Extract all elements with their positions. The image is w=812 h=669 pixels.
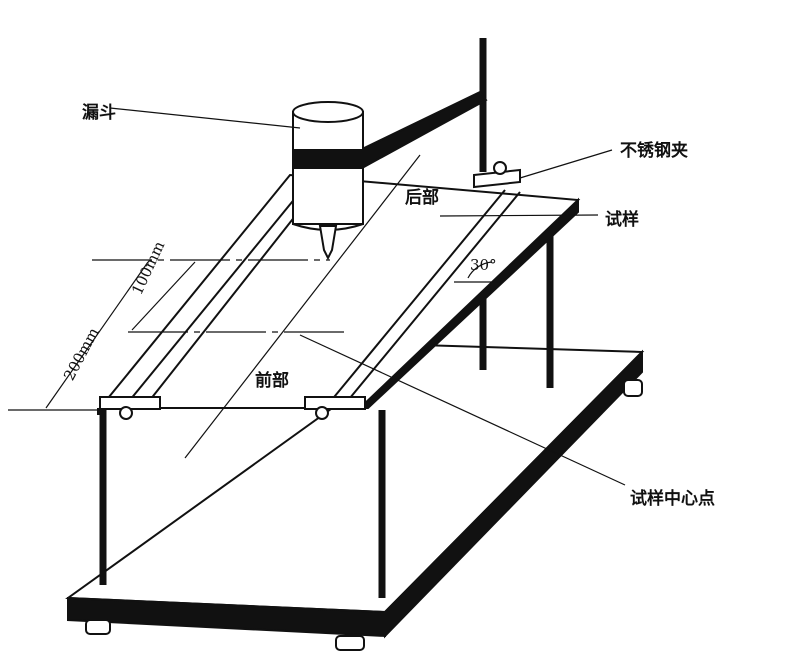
label-stainless-steel-clamp: 不锈钢夹	[620, 141, 688, 161]
funnel	[292, 101, 364, 261]
label-specimen-center-point: 试样中心点	[630, 489, 715, 509]
front-legs	[99, 410, 386, 598]
label-front: 前部	[255, 371, 289, 391]
dimension-lines	[8, 107, 626, 486]
clamps	[99, 161, 521, 420]
label-angle: 30°	[470, 256, 497, 274]
label-rear: 后部	[405, 188, 439, 208]
label-specimen: 试样	[605, 210, 639, 230]
label-funnel: 漏斗	[82, 103, 116, 123]
funnel-stand	[358, 38, 488, 172]
base-plate	[65, 343, 645, 651]
